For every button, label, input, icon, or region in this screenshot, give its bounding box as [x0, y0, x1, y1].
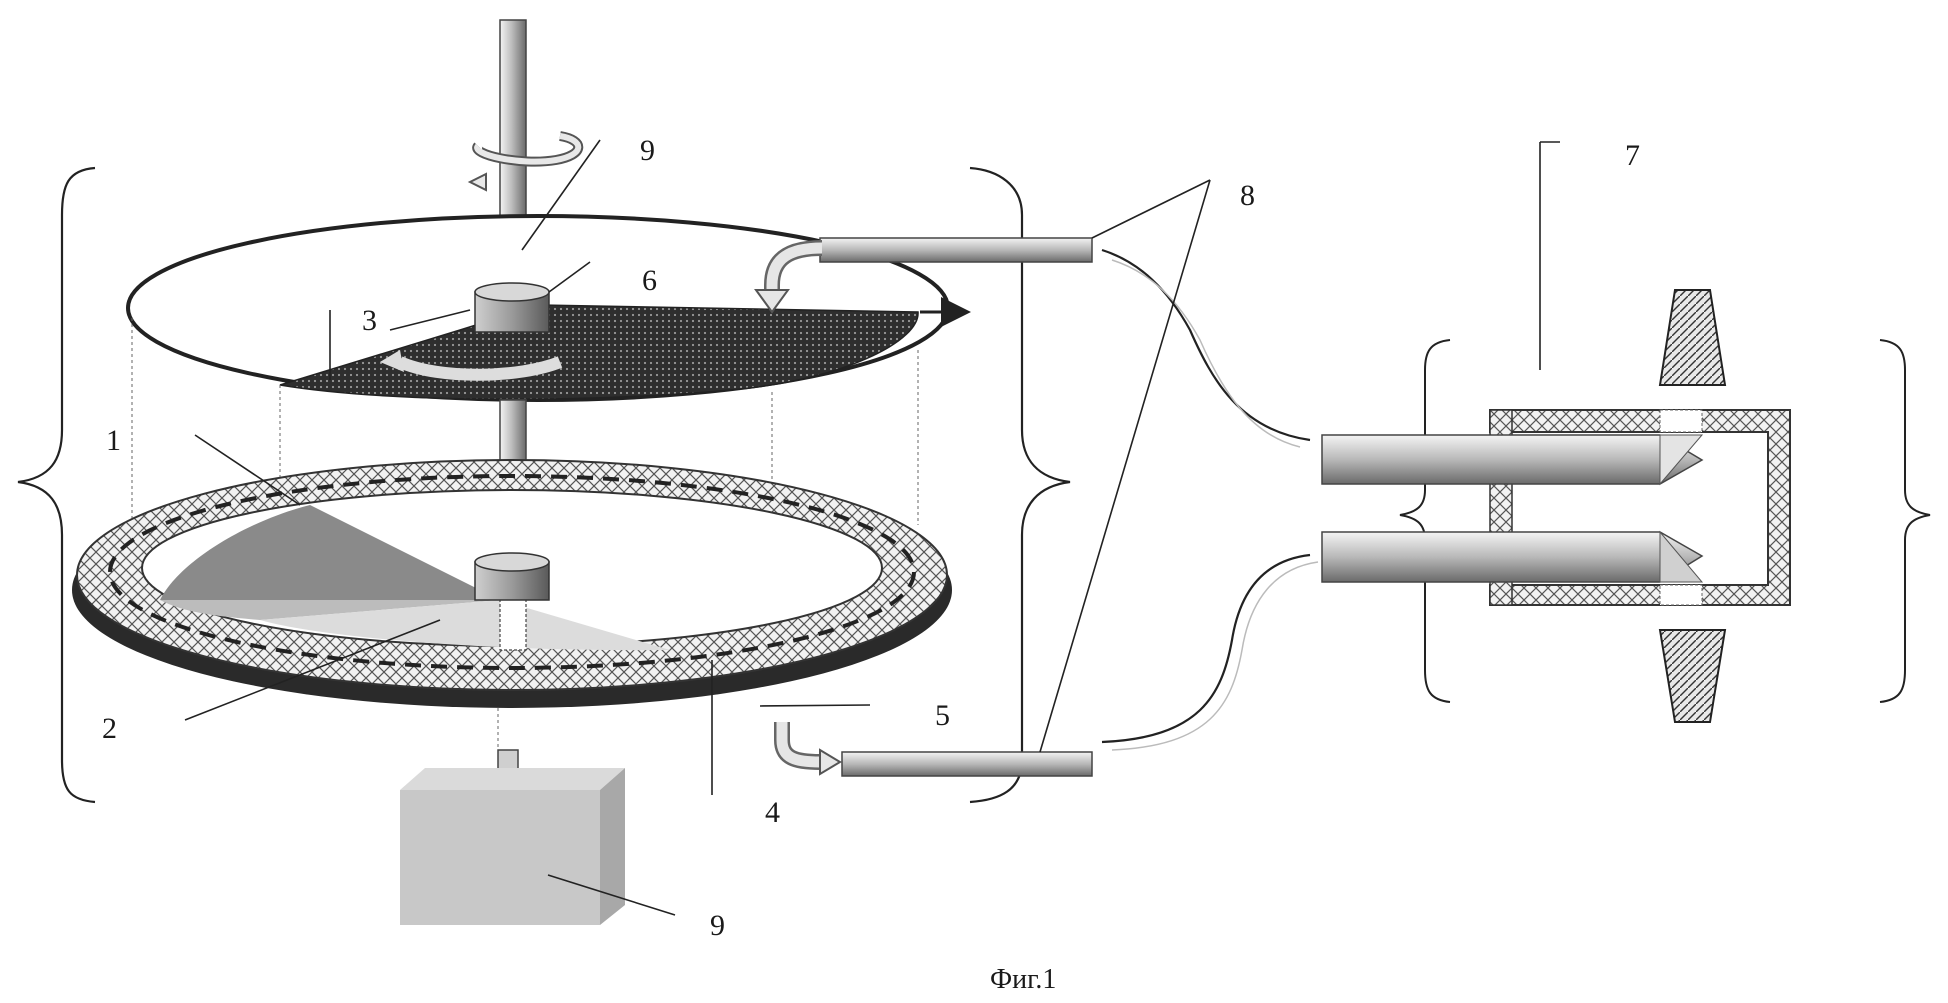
hose-lower: [1102, 555, 1318, 750]
label-5: 5: [935, 699, 950, 732]
hub-upper: [475, 283, 549, 332]
left-brace: [18, 168, 95, 802]
label-9-bottom: 9: [710, 909, 725, 942]
unit-left-brace: [1400, 340, 1450, 702]
label-7: 7: [1625, 139, 1640, 172]
label-4: 4: [765, 796, 780, 829]
label-1: 1: [106, 424, 121, 457]
chamber-pipe-lower: [1322, 532, 1702, 582]
shaft-lower: [500, 595, 526, 650]
figure-caption: Фиг.1: [990, 964, 1056, 995]
unit-right-brace: [1880, 340, 1930, 702]
magnet-pole-top: [1660, 290, 1725, 385]
right-brace: [970, 168, 1070, 802]
label-2: 2: [102, 712, 117, 745]
label-9-top: 9: [640, 134, 655, 167]
label-3: 3: [362, 304, 377, 337]
hub-lower: [475, 553, 549, 600]
hose-upper: [1102, 250, 1310, 447]
drive-box: [400, 750, 625, 925]
label-6: 6: [642, 264, 657, 297]
label-8: 8: [1240, 179, 1255, 212]
magnet-pole-bottom: [1660, 630, 1725, 722]
chamber-pipe-upper: [1322, 435, 1702, 484]
